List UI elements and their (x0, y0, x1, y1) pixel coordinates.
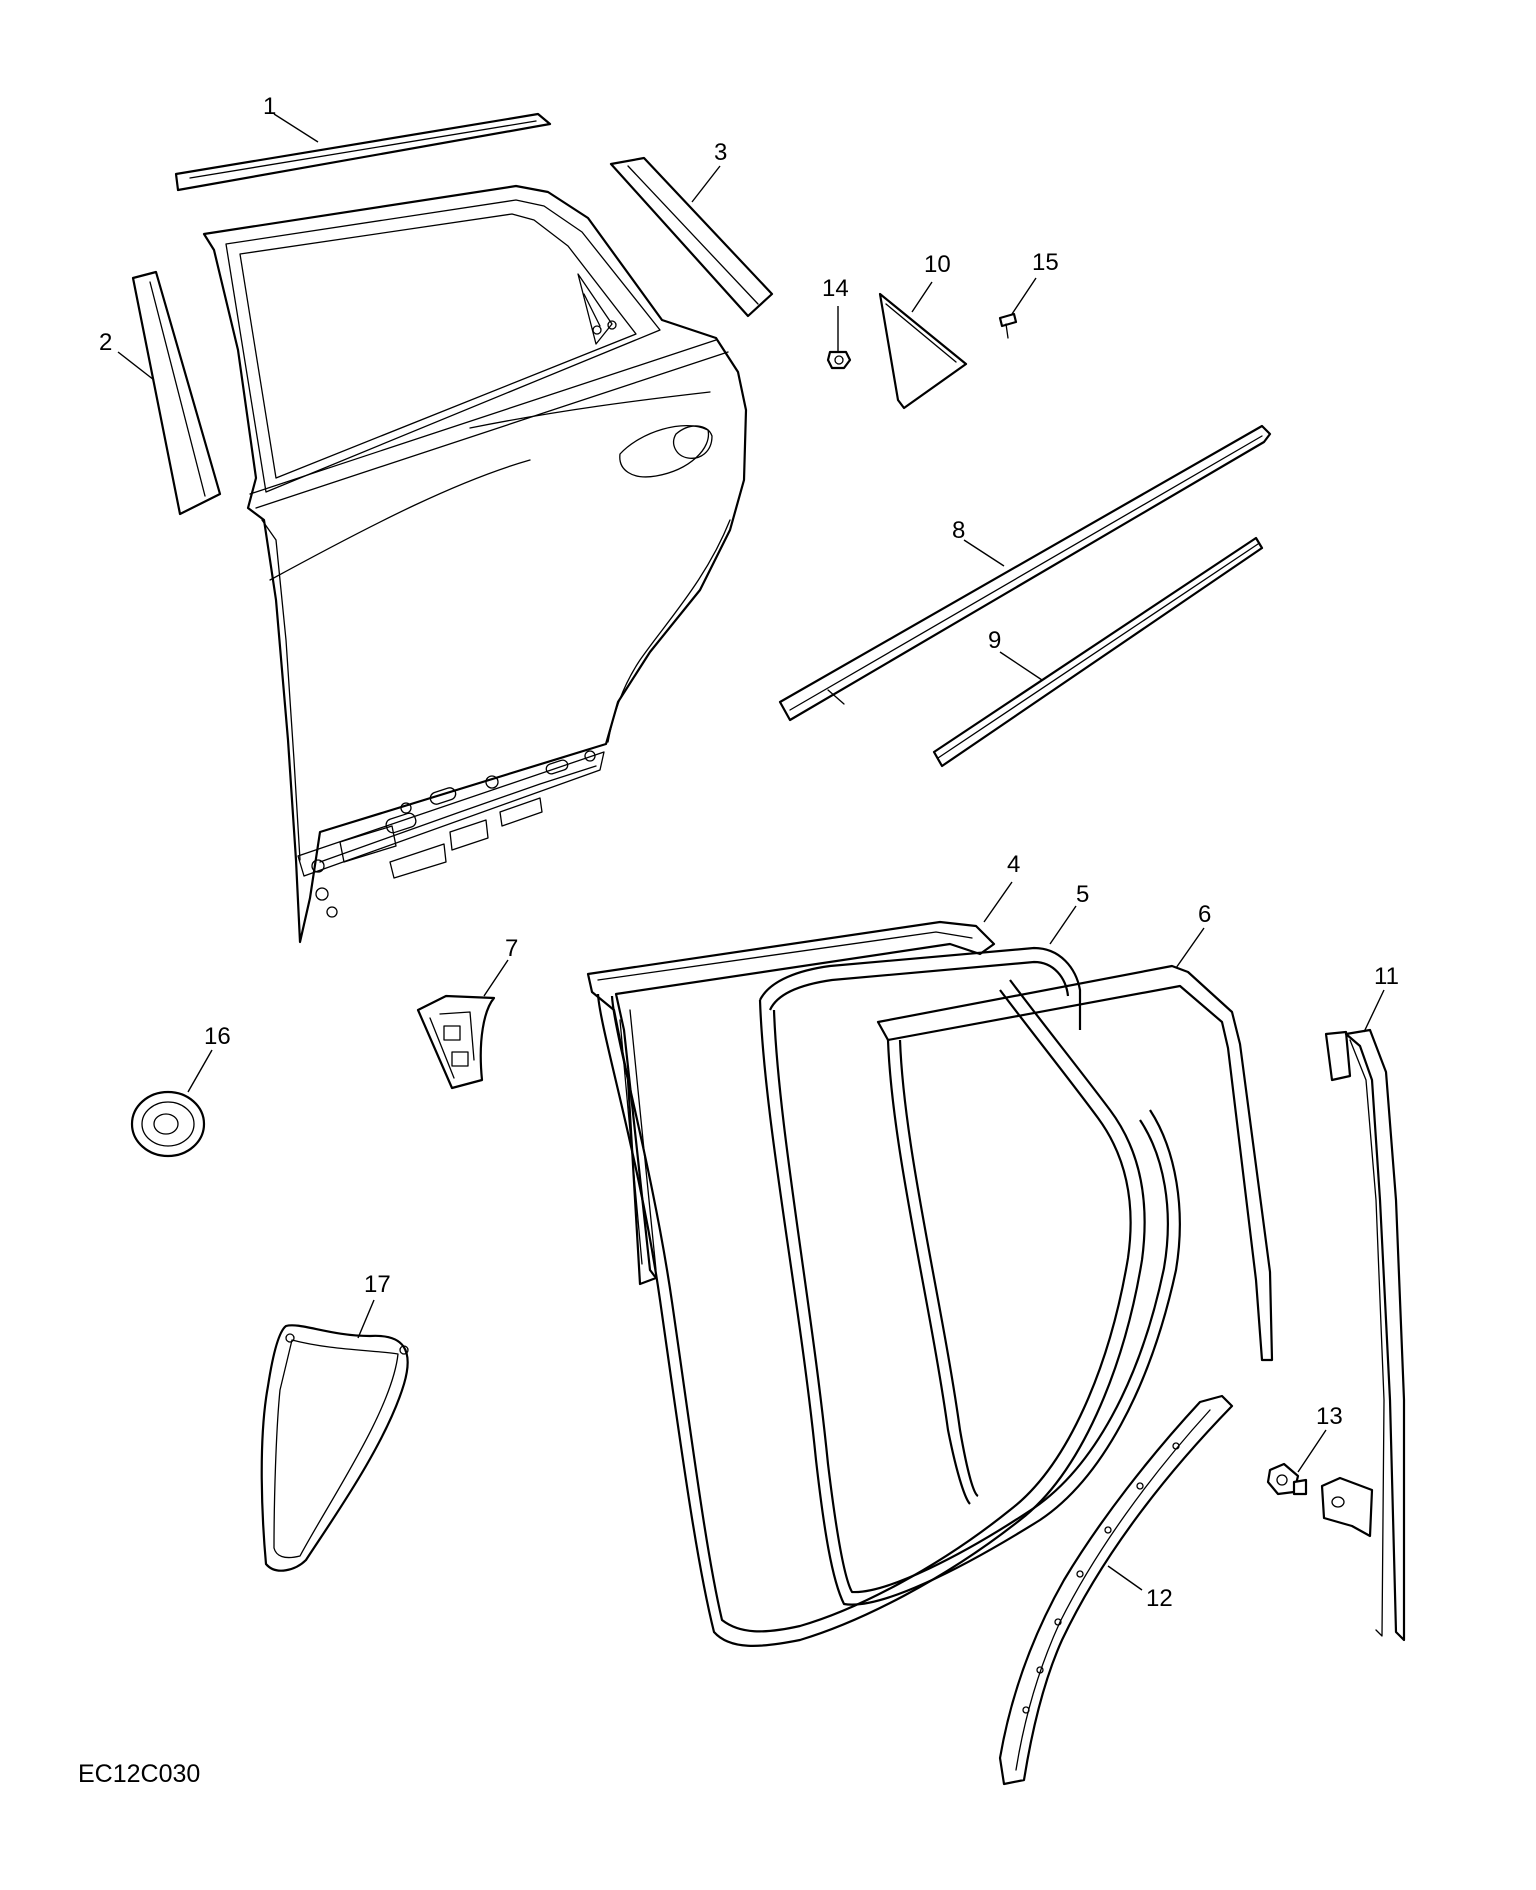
part-5-door-seal (596, 946, 1181, 1647)
callout-6: 6 (1198, 901, 1211, 928)
part-2-b-pillar-applique (131, 270, 222, 516)
callout-10: 10 (924, 251, 951, 278)
callout-9: 9 (988, 627, 1001, 654)
callout-13: 13 (1316, 1403, 1343, 1430)
part-12-lower-channel (998, 1394, 1234, 1786)
part-8-outer-waist-seal (778, 424, 1272, 722)
part-15-screw (998, 312, 1018, 339)
callout-7: 7 (505, 935, 518, 962)
diagram-reference-code: EC12C030 (78, 1760, 201, 1788)
callout-15: 15 (1032, 249, 1059, 276)
callout-4: 4 (1007, 851, 1020, 878)
callout-14: 14 (822, 275, 849, 302)
callout-12: 12 (1146, 1585, 1173, 1612)
part-16-grommet (130, 1090, 206, 1158)
callout-8: 8 (952, 517, 965, 544)
part-17-foam-panel (260, 1324, 409, 1572)
part-9-inner-waist-seal (932, 536, 1264, 768)
leader-lines (117, 113, 1385, 1591)
part-7-bracket (416, 994, 496, 1090)
part-3-c-pillar-applique (609, 156, 774, 318)
part-14-clip (826, 350, 852, 370)
callout-3: 3 (714, 139, 727, 166)
part-6-secondary-seal (876, 964, 1274, 1505)
callout-5: 5 (1076, 881, 1089, 908)
part-1-upper-moulding (174, 112, 552, 192)
rear-door-shell (202, 184, 748, 944)
part-10-trim-triangle (878, 292, 968, 410)
part-11-rear-channel (1320, 1028, 1406, 1642)
callout-2: 2 (99, 329, 112, 356)
callout-16: 16 (204, 1023, 231, 1050)
callout-labels: 1 2 3 4 5 6 7 8 9 10 11 12 13 14 15 16 1… (99, 93, 1399, 1612)
callout-11: 11 (1374, 963, 1399, 990)
part-13-clip (1266, 1462, 1308, 1496)
callout-1: 1 (263, 93, 276, 120)
callout-17: 17 (364, 1271, 391, 1298)
